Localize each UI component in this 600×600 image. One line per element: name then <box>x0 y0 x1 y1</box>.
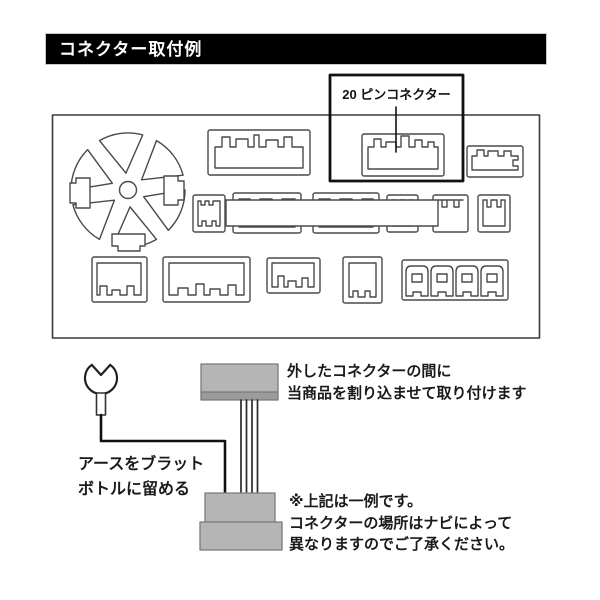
connector-mid-square-3 <box>477 194 511 233</box>
connector-top-right <box>466 145 524 178</box>
connector-mid-square-2 <box>225 194 469 233</box>
earth-note: アースをブラット ボトルに留める <box>78 452 204 502</box>
fan-impeller-icon <box>69 132 186 252</box>
title-bar: コネクター取付例 <box>45 33 547 65</box>
page-title: コネクター取付例 <box>59 39 203 59</box>
connector-bottom-4slot <box>401 259 509 301</box>
connector-bottom-1 <box>91 256 148 303</box>
connector-bottom-3 <box>266 257 321 294</box>
disclaimer-line3: 異なりますのでご了承ください。 <box>289 536 515 553</box>
earth-wire <box>99 413 227 495</box>
terminal-stem <box>95 392 107 416</box>
install-note: 外したコネクターの間に 当商品を割り込ませて取り付けます <box>287 361 527 405</box>
highlight-box-20pin <box>328 73 465 183</box>
harness-wires <box>240 399 259 494</box>
disclaimer-note: ※上記は一例です。 コネクターの場所はナビによって 異なりますのでご了承ください… <box>289 491 514 556</box>
lower-connector-block <box>199 492 283 551</box>
disclaimer-line2: コネクターの場所はナビによって <box>289 514 513 532</box>
install-note-line2: 当商品を割り込ませて取り付けます <box>287 385 527 402</box>
connector-20pin <box>361 133 445 177</box>
connector-bottom-square <box>342 256 383 304</box>
ring-terminal-icon <box>83 363 119 396</box>
connector-bottom-2 <box>162 256 251 303</box>
disclaimer-line1: ※上記は一例です。 <box>289 493 423 510</box>
callout-label-20pin: 20 ピンコネクター <box>342 87 451 102</box>
install-note-line1: 外したコネクターの間に <box>287 363 452 380</box>
earth-note-line1: アースをブラット <box>78 456 205 473</box>
upper-connector-block <box>200 363 279 401</box>
connector-mid-small <box>192 194 226 233</box>
connector-large-top <box>207 129 311 176</box>
earth-note-line2: ボトルに留める <box>78 481 191 498</box>
